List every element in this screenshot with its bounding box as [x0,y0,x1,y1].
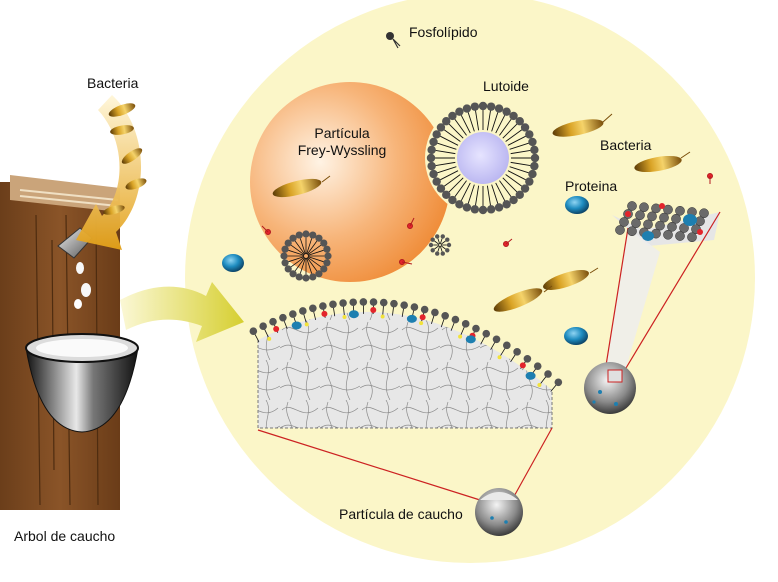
label-frey-line2: Frey-Wyssling [272,142,412,159]
frey-wyssling-particle [250,82,450,282]
lutoide [425,100,541,216]
label-lutoide: Lutoide [483,78,529,95]
label-fosfolipido: Fosfolípido [409,24,477,41]
label-proteina: Proteina [565,178,617,195]
label-arbol: Arbol de caucho [14,528,115,545]
label-frey-line1: Partícula [292,125,392,142]
label-bacteria-left: Bacteria [87,75,138,92]
label-particula-caucho: Partícula de caucho [339,506,463,523]
bacteria-arrow [76,95,141,250]
label-bacteria-right: Bacteria [600,137,651,154]
cell-background [185,0,755,563]
